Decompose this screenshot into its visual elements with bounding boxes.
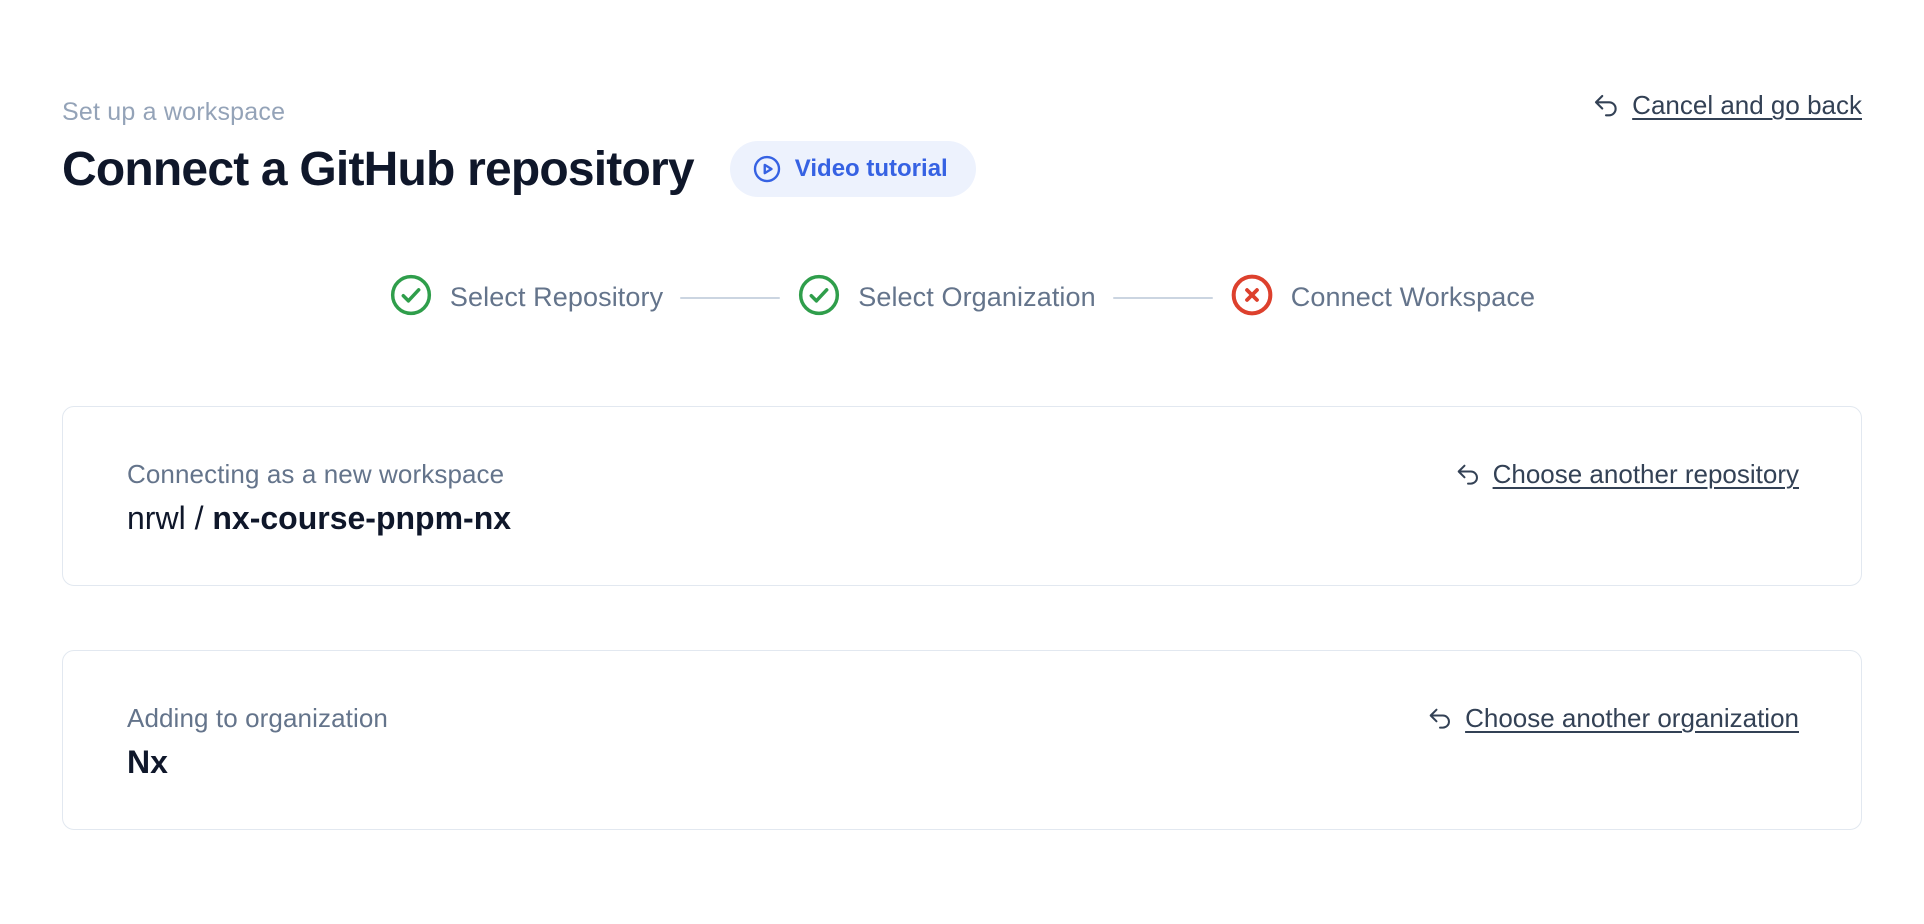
choose-another-organization-link[interactable]: Choose another organization bbox=[1426, 703, 1799, 734]
step-label: Select Organization bbox=[858, 282, 1096, 312]
check-circle-icon bbox=[797, 273, 841, 322]
cancel-link-label: Cancel and go back bbox=[1632, 90, 1862, 120]
play-circle-icon bbox=[752, 154, 782, 184]
undo-arrow-icon bbox=[1426, 705, 1454, 733]
selected-repository-card: Connecting as a new workspace Choose ano… bbox=[62, 406, 1862, 586]
repository-owner: nrwl / bbox=[127, 500, 213, 536]
organization-card-label: Adding to organization bbox=[127, 703, 388, 733]
undo-arrow-icon bbox=[1454, 461, 1482, 489]
step-select-repository: Select Repository bbox=[389, 273, 663, 322]
choose-another-repository-link[interactable]: Choose another repository bbox=[1454, 459, 1799, 490]
cancel-and-go-back-link[interactable]: Cancel and go back bbox=[1591, 90, 1862, 121]
selected-organization-name: Nx bbox=[127, 744, 1799, 781]
check-circle-icon bbox=[389, 273, 433, 322]
wizard-stepper: Select Repository Select Organization Co… bbox=[62, 273, 1862, 322]
step-connector bbox=[680, 296, 781, 299]
selected-organization-card: Adding to organization Choose another or… bbox=[62, 650, 1862, 830]
choose-organization-label: Choose another organization bbox=[1465, 703, 1799, 733]
video-tutorial-label: Video tutorial bbox=[794, 155, 948, 182]
selected-repository-name: nrwl / nx-course-pnpm-nx bbox=[127, 500, 1799, 537]
undo-arrow-icon bbox=[1591, 91, 1621, 121]
eyebrow-text: Set up a workspace bbox=[62, 98, 286, 126]
video-tutorial-button[interactable]: Video tutorial bbox=[729, 141, 976, 197]
organization-name: Nx bbox=[127, 744, 168, 780]
page-title: Connect a GitHub repository bbox=[62, 142, 695, 196]
step-label: Select Repository bbox=[449, 282, 664, 312]
step-connect-workspace: Connect Workspace bbox=[1230, 273, 1535, 322]
title-block: Set up a workspace Connect a GitHub repo… bbox=[62, 88, 976, 197]
step-select-organization: Select Organization bbox=[797, 273, 1096, 322]
repository-name: nx-course-pnpm-nx bbox=[212, 500, 512, 536]
repository-card-label: Connecting as a new workspace bbox=[127, 459, 505, 489]
step-label: Connect Workspace bbox=[1290, 282, 1536, 312]
step-connector bbox=[1112, 296, 1213, 299]
page-header: Set up a workspace Connect a GitHub repo… bbox=[62, 0, 1862, 197]
x-circle-icon bbox=[1230, 273, 1274, 322]
choose-repository-label: Choose another repository bbox=[1492, 459, 1799, 489]
